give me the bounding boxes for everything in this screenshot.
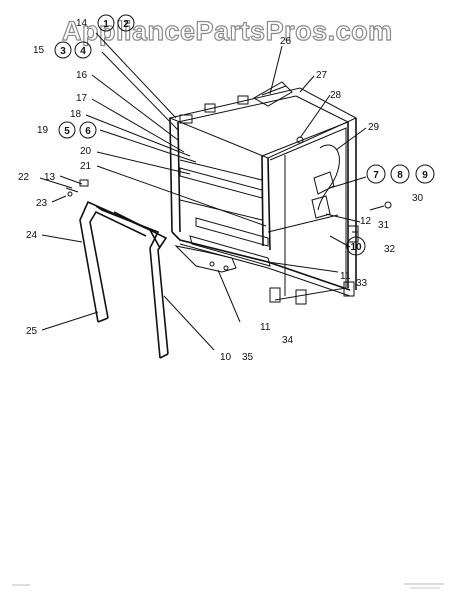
label-18: 18 bbox=[70, 109, 82, 120]
label-30: 30 bbox=[412, 193, 424, 204]
callout-circle-10 bbox=[346, 236, 366, 256]
label-11-bottom: 11 bbox=[260, 322, 271, 333]
callout-1: 1 bbox=[103, 19, 109, 30]
label-24: 24 bbox=[26, 230, 38, 241]
callout-3: 3 bbox=[60, 46, 66, 57]
label-27: 27 bbox=[316, 70, 328, 81]
label-33: 33 bbox=[356, 278, 368, 289]
label-25: 25 bbox=[26, 326, 38, 337]
label-28: 28 bbox=[330, 90, 342, 101]
label-23: 23 bbox=[36, 198, 48, 209]
label-20: 20 bbox=[80, 146, 92, 157]
callout-9: 9 bbox=[422, 170, 428, 181]
callout-circle-8 bbox=[390, 164, 410, 184]
callout-circle-1 bbox=[97, 14, 115, 32]
leader-lines bbox=[39, 32, 367, 351]
callout-5: 5 bbox=[64, 126, 70, 137]
part-labels: 14 1 2 15 3 4 16 17 18 19 5 6 20 21 22 1… bbox=[18, 14, 435, 363]
label-29: 29 bbox=[368, 122, 380, 133]
label-15: 15 bbox=[33, 45, 45, 56]
label-11-right: 11 bbox=[340, 271, 351, 282]
label-13: 13 bbox=[44, 172, 56, 183]
footer-marks bbox=[12, 583, 444, 589]
callout-circle-4 bbox=[74, 41, 92, 59]
label-22: 22 bbox=[18, 172, 30, 183]
label-10: 10 bbox=[220, 352, 232, 363]
label-17: 17 bbox=[76, 93, 88, 104]
label-26: 26 bbox=[280, 36, 292, 47]
label-32: 32 bbox=[384, 244, 396, 255]
callout-10: 10 bbox=[350, 242, 362, 253]
callout-circle-2 bbox=[117, 14, 135, 32]
callout-6: 6 bbox=[85, 126, 91, 137]
callout-4: 4 bbox=[80, 46, 86, 57]
label-16: 16 bbox=[76, 70, 88, 81]
watermark-text: AppliancePartsPros.com bbox=[62, 16, 393, 46]
callout-2: 2 bbox=[123, 19, 129, 30]
label-21: 21 bbox=[80, 161, 92, 172]
callout-circle-9 bbox=[415, 164, 435, 184]
label-35: 35 bbox=[242, 352, 254, 363]
label-31: 31 bbox=[378, 220, 390, 231]
callout-circle-5 bbox=[58, 121, 76, 139]
callout-circle-3 bbox=[54, 41, 72, 59]
callout-circle-6 bbox=[79, 121, 97, 139]
label-12: 12 bbox=[360, 216, 372, 227]
door-gasket-and-frame bbox=[65, 179, 169, 359]
callout-8: 8 bbox=[397, 170, 403, 181]
label-19: 19 bbox=[37, 125, 49, 136]
callout-7: 7 bbox=[373, 170, 379, 181]
callout-circle-7 bbox=[366, 164, 386, 184]
label-14: 14 bbox=[76, 18, 88, 29]
label-34: 34 bbox=[282, 335, 294, 346]
tub-frame bbox=[168, 81, 392, 305]
